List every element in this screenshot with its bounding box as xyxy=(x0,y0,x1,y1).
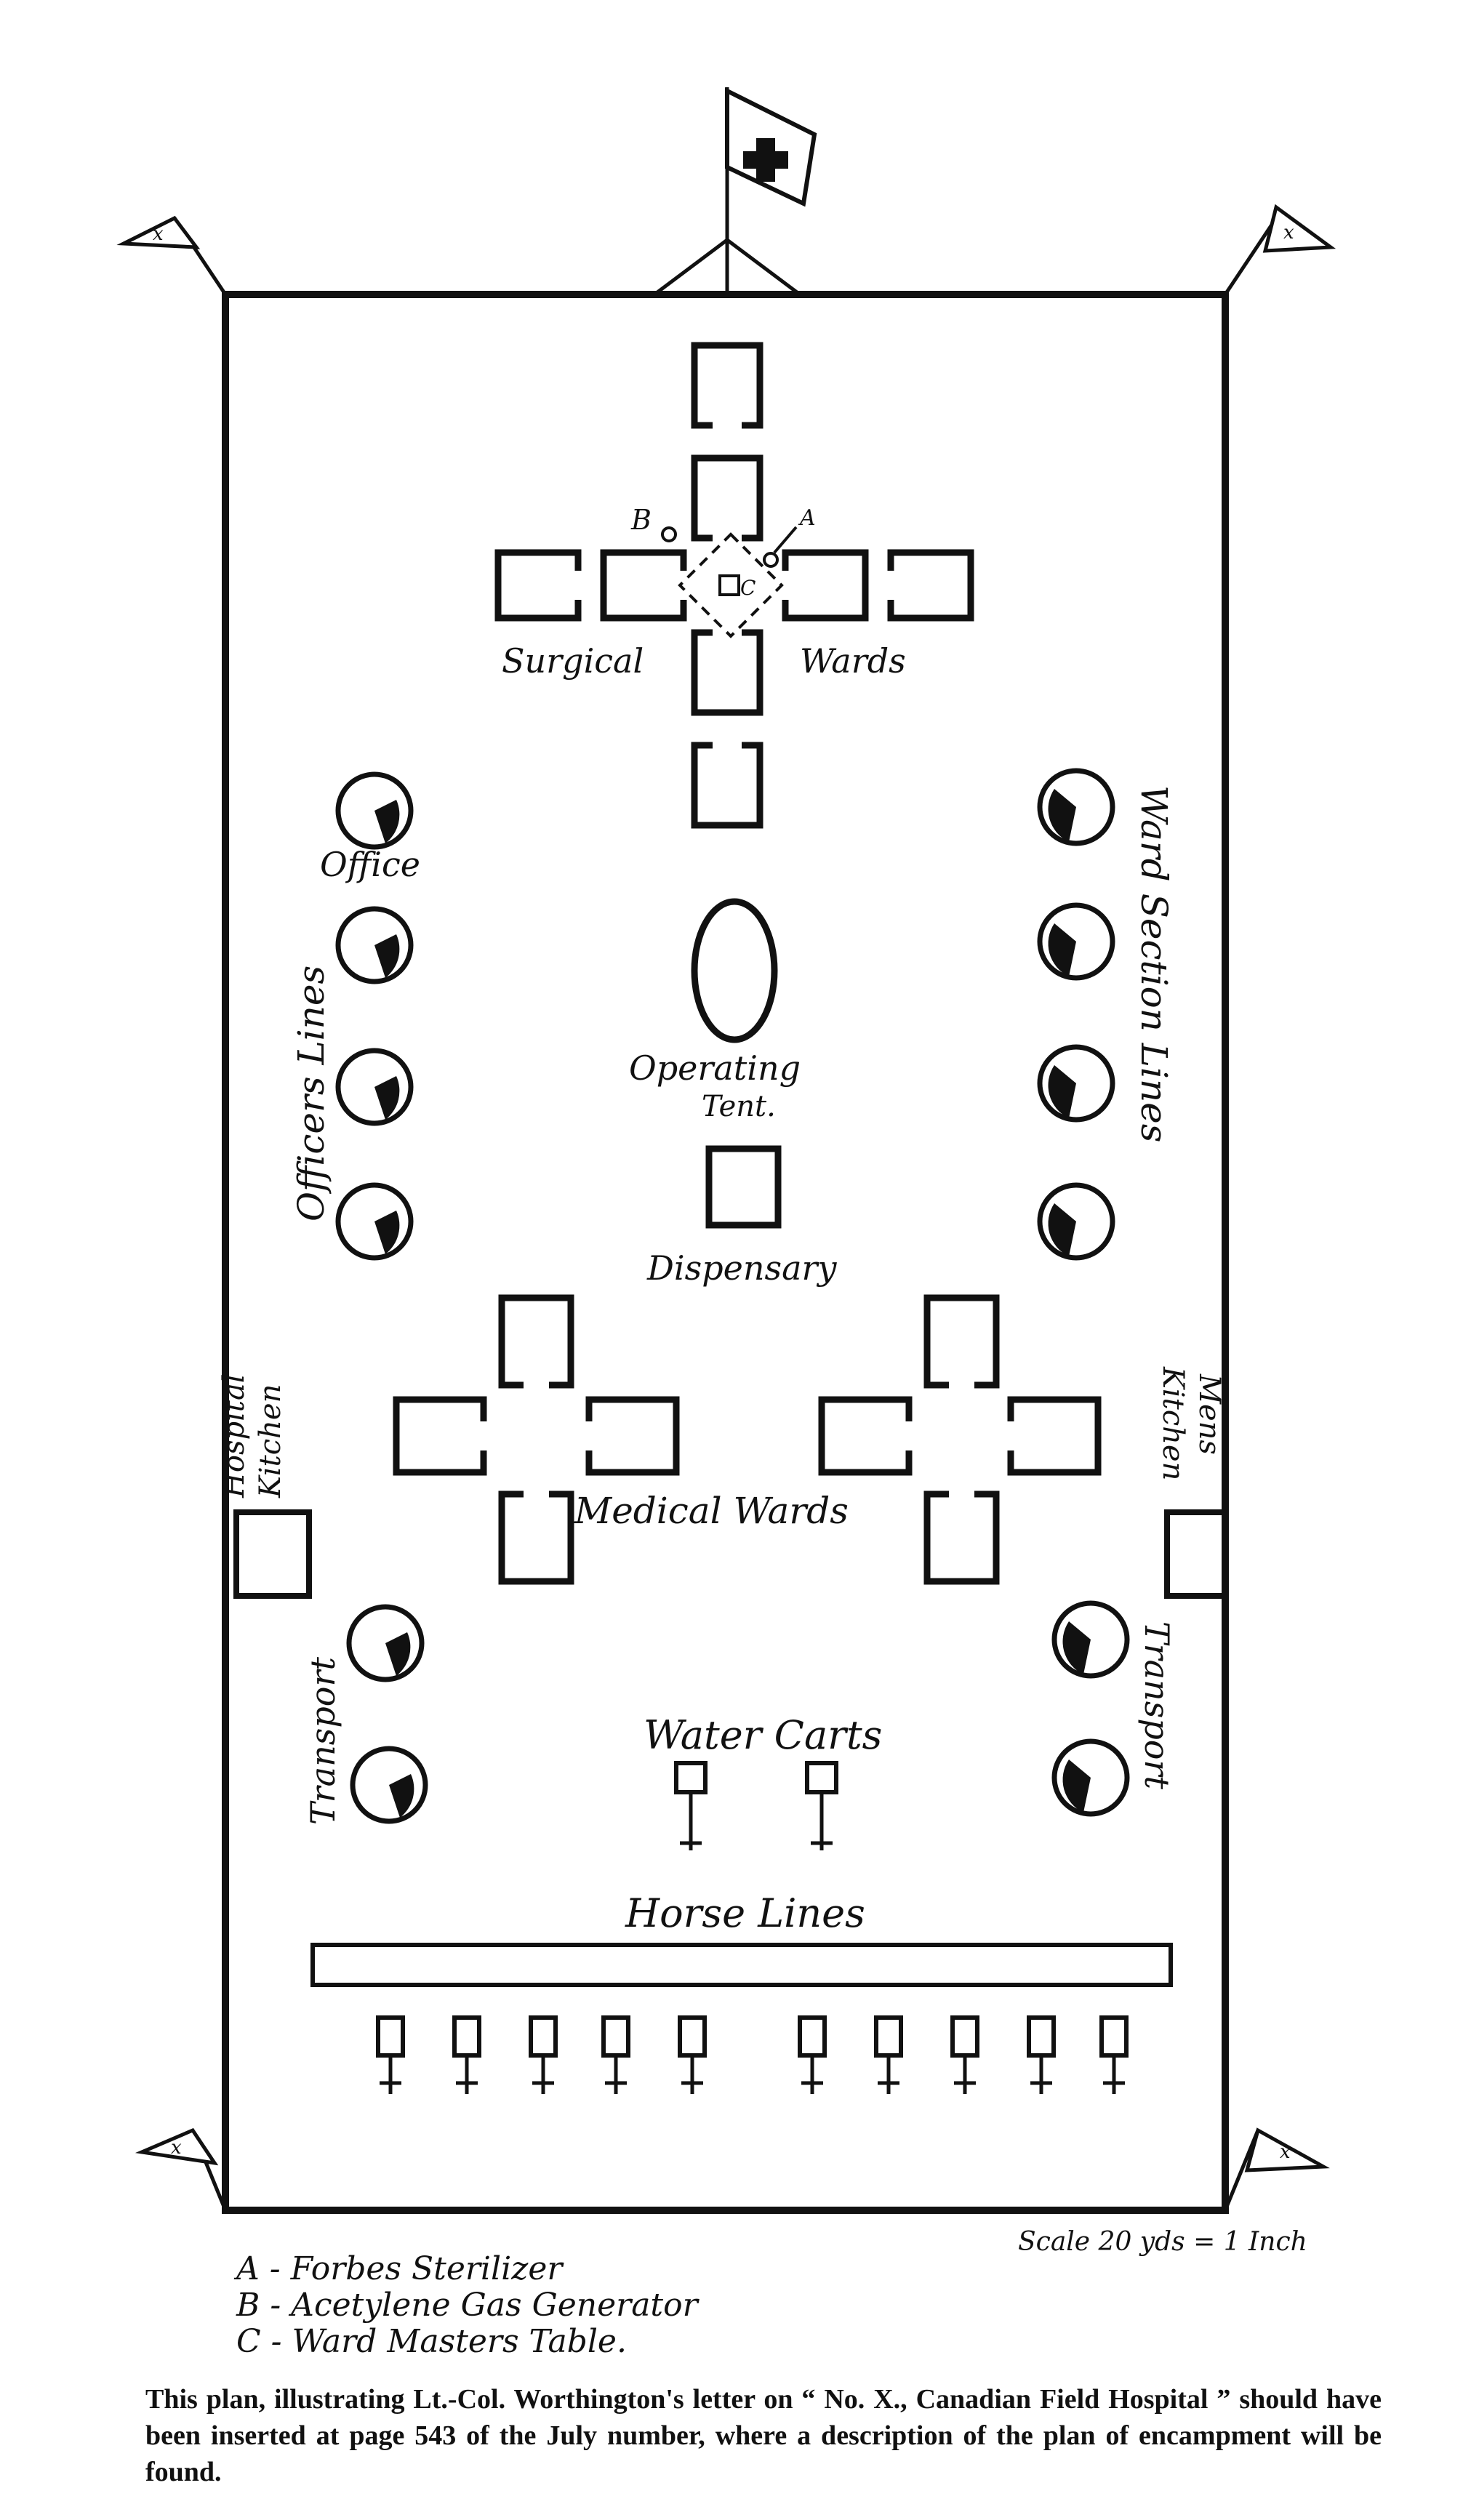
marker-b-generator xyxy=(661,526,677,542)
ward-masters-table xyxy=(718,574,740,596)
wagon xyxy=(601,2015,630,2094)
horse-lines-label: Horse Lines xyxy=(625,1890,865,1936)
hospital-kitchen-label: Hospital xyxy=(217,1373,251,1498)
medical-ward-tent xyxy=(923,1294,1000,1389)
dispensary-tent xyxy=(705,1145,782,1229)
water-cart xyxy=(805,1761,838,1850)
office-label: Office xyxy=(320,845,420,884)
wagon xyxy=(376,2015,405,2094)
wagon xyxy=(874,2015,903,2094)
medical-ward-tent xyxy=(818,1396,913,1476)
wards-label: Wards xyxy=(800,641,906,681)
operating-tent-label-2: Tent. xyxy=(702,1090,776,1123)
surgical-ward-tent xyxy=(691,342,763,429)
officers-lines-tents xyxy=(335,771,414,1261)
surgical-ward-tent xyxy=(691,742,763,829)
wagon xyxy=(950,2015,979,2094)
medical-ward-tent xyxy=(498,1294,574,1389)
transport-tents-right xyxy=(1051,1600,1130,1817)
wagon xyxy=(1027,2015,1056,2094)
legend-b: B - Acetylene Gas Generator xyxy=(236,2287,700,2324)
marker-a-sterilizer xyxy=(763,552,779,568)
medical-ward-tent xyxy=(923,1490,1000,1585)
surgical-ward-tent xyxy=(887,549,974,622)
ward-section-lines-label: Ward Section Lines xyxy=(1133,785,1175,1142)
surgical-ward-tent xyxy=(782,549,869,622)
mens-kitchen-label-2: Kitchen xyxy=(1156,1366,1190,1480)
medical-ward-tent xyxy=(1007,1396,1102,1476)
mens-kitchen-label: Mens xyxy=(1193,1373,1226,1455)
medical-ward-tent xyxy=(393,1396,487,1476)
medical-wards-right xyxy=(818,1294,1102,1585)
medical-ward-tent xyxy=(585,1396,680,1476)
wagons xyxy=(376,2015,1129,2094)
medical-ward-tent xyxy=(498,1490,574,1585)
corner-pennant-bottom-left: x xyxy=(135,2127,228,2211)
marker-c-label: C xyxy=(740,576,755,600)
medical-wards-label: Medical Wards xyxy=(574,1490,849,1532)
mens-kitchen-tent xyxy=(1164,1509,1228,1599)
transport-right-label: Transport xyxy=(1137,1621,1177,1789)
water-carts-label: Water Carts xyxy=(644,1712,882,1758)
ward-masters-area xyxy=(678,532,784,638)
surgical-ward-tent xyxy=(691,454,763,542)
marker-b-label: B xyxy=(630,504,652,536)
horse-lines-bar xyxy=(310,1943,1173,1987)
officers-lines-label: Officers Lines xyxy=(290,966,332,1221)
water-cart xyxy=(674,1761,708,1850)
hospital-kitchen-label-2: Kitchen xyxy=(254,1384,287,1498)
svg-text:x: x xyxy=(1280,2141,1291,2163)
surgical-ward-tent xyxy=(691,629,763,716)
wagon xyxy=(529,2015,558,2094)
dispensary-label: Dispensary xyxy=(646,1248,838,1288)
caption: This plan, illustrating Lt.-Col. Worthin… xyxy=(145,2384,1382,2487)
corner-pennant-top-right: x xyxy=(1223,204,1336,296)
wagon xyxy=(1099,2015,1129,2094)
door-gaps xyxy=(574,421,895,750)
scale-label: Scale 20 yds = 1 Inch xyxy=(1018,2227,1307,2257)
svg-text:x: x xyxy=(153,223,164,245)
surgical-label: Surgical xyxy=(502,641,644,681)
marker-a-label: A xyxy=(798,505,816,531)
legend-a: A - Forbes Sterilizer xyxy=(233,2250,564,2287)
legend-c: C - Ward Masters Table. xyxy=(236,2323,627,2360)
wagon xyxy=(678,2015,707,2094)
wagon xyxy=(452,2015,481,2094)
surgical-ward-tent xyxy=(600,549,687,622)
corner-pennant-top-left: x xyxy=(116,215,228,296)
operating-tent-label: Operating xyxy=(629,1048,801,1088)
svg-text:x: x xyxy=(171,2137,182,2159)
transport-tents-left xyxy=(346,1604,428,1824)
surgical-ward-tent xyxy=(494,549,582,622)
ward-section-lines-tents xyxy=(1037,768,1115,1261)
transport-left-label: Transport xyxy=(303,1657,342,1825)
red-cross-flag xyxy=(653,87,817,296)
corner-pennant-bottom-right: x xyxy=(1223,2127,1330,2211)
water-carts xyxy=(674,1761,838,1850)
medical-wards-left xyxy=(393,1294,680,1585)
door-gaps-medical xyxy=(479,1381,1015,1498)
svg-text:x: x xyxy=(1283,222,1294,244)
hospital-kitchen-tent xyxy=(233,1509,312,1599)
operating-tent xyxy=(691,898,778,1043)
wagon xyxy=(798,2015,827,2094)
